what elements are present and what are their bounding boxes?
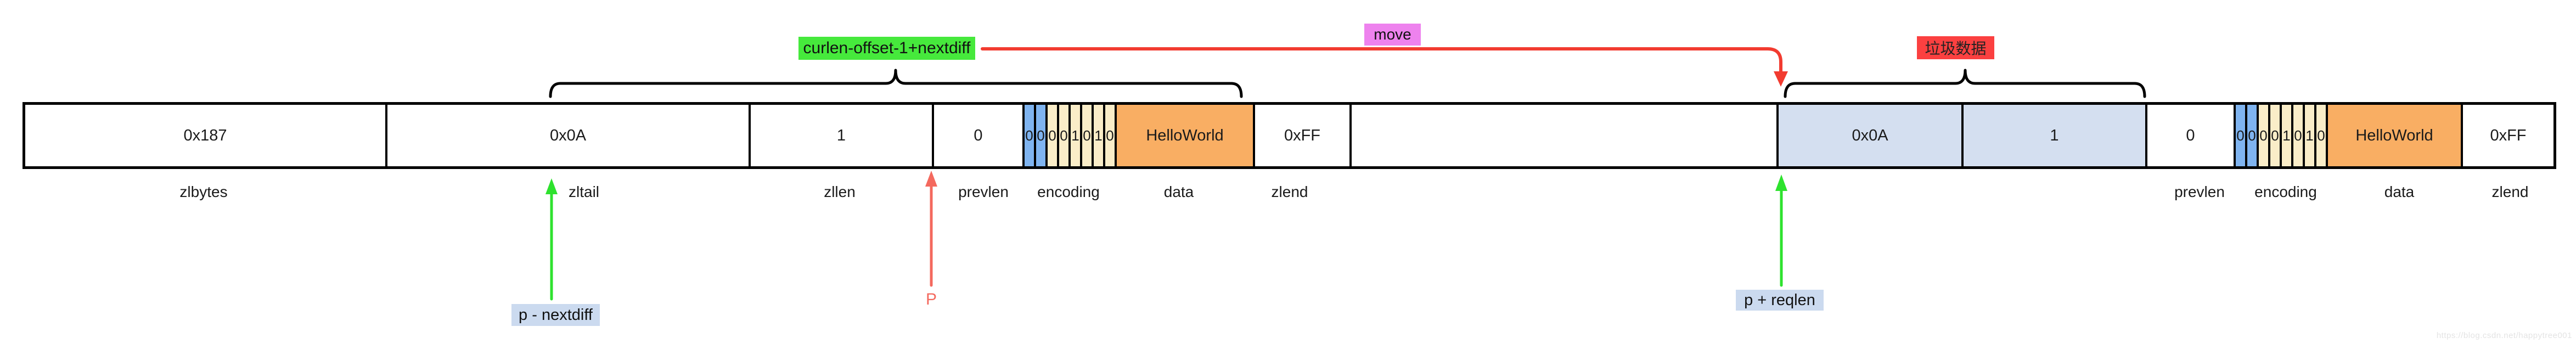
- cell-enc-bit: 0: [2293, 105, 2305, 166]
- entry-span-brace: [549, 69, 1243, 98]
- cell-data-2: HelloWorld: [2328, 105, 2463, 166]
- cell-zlend-2: 0xFF: [2463, 105, 2553, 166]
- cell-prevlen-1: 0: [934, 105, 1025, 166]
- cell-free-space: [1352, 105, 1779, 166]
- cell-enc-bit: 1: [2282, 105, 2293, 166]
- pointer-p-arrow: [925, 171, 937, 287]
- garbage-data-brace: [1784, 69, 2146, 98]
- cell-enc-bit: 0: [2236, 105, 2247, 166]
- cell-enc-bit: 1: [2305, 105, 2316, 166]
- field-label-zlend: zlend: [2491, 183, 2529, 200]
- cell-prevlen-2: 0: [2147, 105, 2236, 166]
- garbage-data-label: 垃圾数据: [1917, 36, 1994, 59]
- move-label: move: [1364, 24, 1421, 46]
- watermark-url: https://blog.csdn.net/happytree001: [2436, 331, 2572, 340]
- cell-enc-bit: 0: [1105, 105, 1117, 166]
- cell-zllen: 1: [751, 105, 934, 166]
- field-label-zlend: zlend: [1271, 183, 1308, 200]
- cell-moved-zltail: 0x0A: [1779, 105, 1964, 166]
- p-plus-reqlen-label: p + reqlen: [1736, 290, 1824, 311]
- field-label-prevlen: prevlen: [958, 183, 1009, 200]
- field-label-encoding: encoding: [2254, 183, 2317, 200]
- cell-enc-bit: 0: [1025, 105, 1036, 166]
- cell-enc-bit: 1: [1094, 105, 1105, 166]
- cell-enc-bit: 0: [2316, 105, 2328, 166]
- field-label-data: data: [1163, 183, 1194, 200]
- cell-enc-bit: 0: [1059, 105, 1071, 166]
- p-plus-reqlen-arrow: [1775, 174, 1787, 287]
- cell-moved-zllen: 1: [1964, 105, 2147, 166]
- cell-enc-bit: 0: [1082, 105, 1094, 166]
- field-label-zltail: zltail: [568, 183, 600, 200]
- field-label-encoding: encoding: [1037, 183, 1100, 200]
- cell-zlend-1: 0xFF: [1255, 105, 1352, 166]
- cell-enc-bit: 0: [2259, 105, 2270, 166]
- pointer-p-label: P: [925, 290, 937, 308]
- cell-enc-bit: 0: [1048, 105, 1059, 166]
- field-label-zlbytes: zlbytes: [179, 183, 228, 200]
- cell-zltail: 0x0A: [387, 105, 751, 166]
- cell-enc-bit: 0: [1036, 105, 1048, 166]
- cell-enc-bit: 0: [2247, 105, 2259, 166]
- field-label-data: data: [2384, 183, 2415, 200]
- field-label-prevlen: prevlen: [2174, 183, 2225, 200]
- curlen-offset-label: curlen-offset-1+nextdiff: [798, 37, 975, 60]
- cell-enc-bit: 1: [1071, 105, 1082, 166]
- cell-data-1: HelloWorld: [1117, 105, 1255, 166]
- field-label-zllen: zllen: [824, 183, 856, 200]
- p-minus-nextdiff-arrow: [545, 178, 558, 301]
- move-arrow: [981, 47, 1788, 87]
- cell-zlbytes: 0x187: [25, 105, 387, 166]
- cell-enc-bit: 0: [2270, 105, 2282, 166]
- p-minus-nextdiff-label: p - nextdiff: [511, 304, 600, 326]
